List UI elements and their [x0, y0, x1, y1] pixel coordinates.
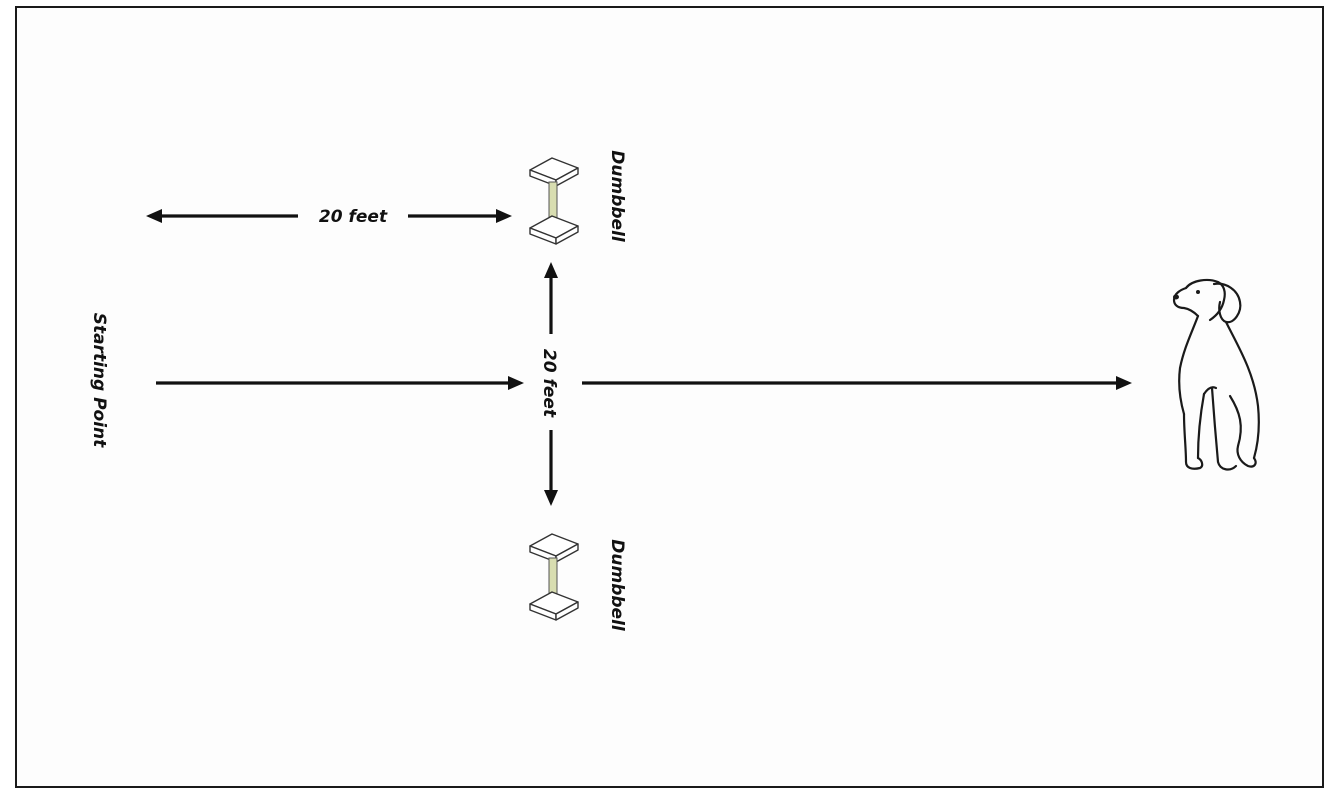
path-to-dog-arrow [156, 376, 1132, 390]
dumbbell-bottom-label: Dumbbell [607, 539, 627, 632]
vertical-distance-arrow [544, 262, 558, 506]
dumbbell-icon [529, 157, 579, 245]
top-distance-label: 20 feet [319, 207, 388, 227]
dumbbell-top-label: Dumbbell [607, 150, 627, 243]
diagram-frame [15, 6, 1324, 788]
vertical-distance-label: 20 feet [539, 349, 559, 418]
dumbbell-icon [529, 533, 579, 621]
dog-icon [1172, 278, 1260, 471]
top-distance-arrow [146, 209, 512, 223]
starting-point-label: Starting Point [89, 313, 109, 448]
